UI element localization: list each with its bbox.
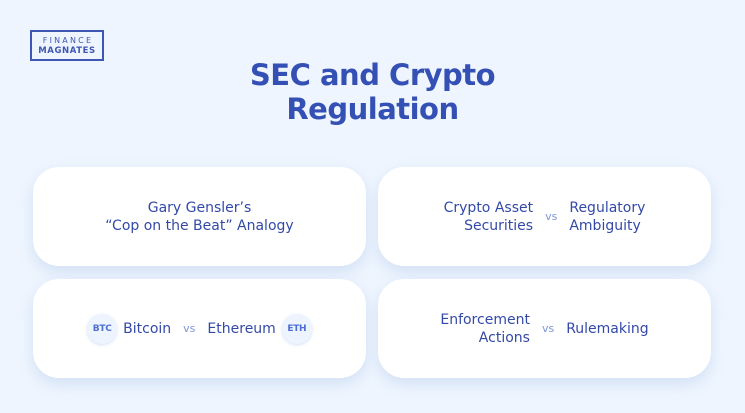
card-2-right-line-2: Ambiguity — [569, 217, 641, 234]
title-line-1: SEC and Crypto — [249, 58, 496, 92]
logo-line-2: MAGNATES — [38, 45, 96, 56]
logo-line-1: FINANCE — [42, 35, 94, 45]
card-2-right-line-1: Regulatory — [569, 199, 646, 216]
vs-label: vs — [541, 321, 555, 335]
finance-magnates-logo: FINANCE MAGNATES — [30, 30, 104, 61]
card-4-left-line-2: Actions — [478, 329, 530, 346]
vs-label: vs — [183, 321, 196, 335]
eth-badge-icon: ETH — [281, 313, 312, 344]
card-enforcement-vs-rulemaking: Enforcement Actions vs Rulemaking — [378, 279, 711, 378]
card-1-line-2: “Cop on the Beat” Analogy — [105, 217, 294, 234]
page-title: SEC and Crypto Regulation — [0, 58, 745, 126]
card-4-right: Rulemaking — [566, 320, 649, 337]
title-line-2: Regulation — [286, 92, 459, 126]
bitcoin-label: Bitcoin — [123, 320, 172, 337]
card-2-left-line-1: Crypto Asset — [443, 199, 534, 216]
card-2-left-line-2: Securities — [464, 217, 534, 234]
btc-badge-icon: BTC — [87, 313, 118, 344]
vs-label: vs — [545, 209, 558, 223]
ethereum-label: Ethereum — [207, 320, 276, 337]
card-gensler-analogy: Gary Gensler’s “Cop on the Beat” Analogy — [33, 167, 366, 266]
card-bitcoin-vs-ethereum: BTC Bitcoin vs Ethereum ETH — [33, 279, 366, 378]
card-4-left-line-1: Enforcement — [440, 311, 530, 328]
card-1-line-1: Gary Gensler’s — [147, 199, 252, 216]
card-securities-vs-ambiguity: Crypto Asset Securities vs Regulatory Am… — [378, 167, 711, 266]
